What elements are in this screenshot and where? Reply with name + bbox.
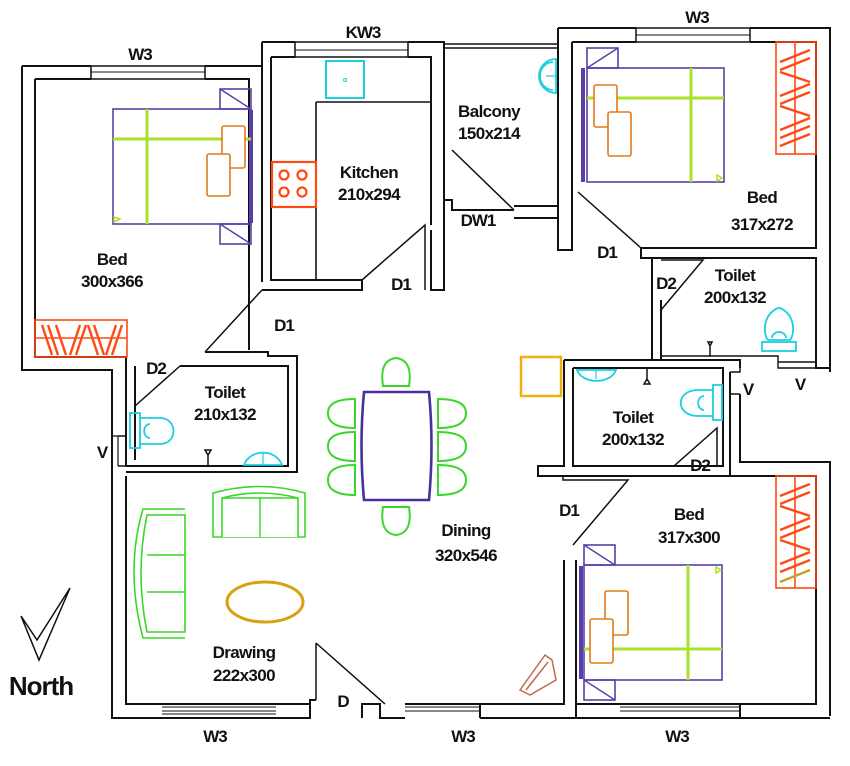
stove [270,160,318,209]
labels: W3 KW3 W3 Bed 300x366 Kitchen 210x294 Ba… [9,8,808,746]
door-d2-toilet-right [660,259,705,311]
room-name-dining: Dining [441,521,490,540]
label-d-main: D [337,692,349,711]
dining-set [326,356,468,537]
room-name-bed-left: Bed [97,250,128,269]
drawing-room-furniture [133,485,306,639]
room-size-toilet-left: 210x132 [194,405,256,424]
label-kw3: KW3 [346,23,381,42]
balcony-basin [538,58,557,94]
room-size-balcony: 150x214 [458,124,521,143]
room-name-balcony: Balcony [458,102,521,121]
label-d1-kitchen: D1 [391,275,411,294]
room-size-kitchen: 210x294 [338,185,401,204]
label-w3-bottom-left: W3 [203,727,227,746]
room-size-bed-bottom-right: 317x300 [658,528,720,547]
walls [21,27,831,719]
north-label: North [9,671,73,701]
coffee-table [225,580,305,624]
label-d1-bed-bottom-right: D1 [559,501,579,520]
north-compass-icon [20,587,71,662]
label-v-left: V [97,443,109,462]
wardrobe-top-right [775,41,817,155]
room-name-toilet-center: Toilet [613,408,654,427]
toilet-right-upper-fixtures [706,307,797,356]
room-size-bed-left: 300x366 [81,272,143,291]
room-name-bed-bottom-right: Bed [674,505,705,524]
label-w3-top-right: W3 [685,8,709,27]
room-name-bed-top-right: Bed [747,188,778,207]
bed-top-right-furniture [581,47,725,183]
door-d-main [315,642,386,705]
room-name-kitchen: Kitchen [340,163,398,182]
label-v-center: V [743,380,755,399]
door-d2-toilet-center [672,426,718,467]
wardrobe-bottom-right [775,475,817,589]
label-w3-bottom-center: W3 [451,727,475,746]
label-d2-toilet-center: D2 [690,456,710,475]
door-d1-bed-left [204,289,263,353]
room-size-toilet-right-upper: 200x132 [704,288,766,307]
label-v-right: V [795,375,807,394]
bed-left-furniture [112,88,253,245]
room-name-toilet-left: Toilet [205,383,246,402]
door-d1-bed-top-right [577,191,642,249]
room-size-drawing: 222x300 [213,666,275,685]
doors [134,149,718,705]
door-d1-kitchen [361,223,426,290]
label-d2-toilet-left: D2 [146,359,166,378]
room-size-dining: 320x546 [435,546,497,565]
door-d1-bed-bottom-right [562,476,630,546]
toilet-center-fixtures [575,368,723,421]
label-d1-bed-left: D1 [274,316,294,335]
label-dw1: DW1 [461,211,496,230]
room-name-drawing: Drawing [213,643,276,662]
room-name-toilet-right-upper: Toilet [715,266,756,285]
toilet-left-fixtures [129,412,284,466]
door-dw1 [451,149,515,211]
label-d2-toilet-right: D2 [656,274,676,293]
storage-box [519,355,563,398]
room-size-bed-top-right: 317x272 [731,215,793,234]
tv-unit [518,653,557,696]
kitchen-fixtures [270,60,365,209]
bed-bottom-right-furniture [579,544,723,701]
wardrobe-left [34,319,128,358]
kitchen-sink [325,60,365,99]
windows [90,27,751,80]
room-size-toilet-center: 200x132 [602,430,664,449]
label-w3-bottom-right: W3 [665,727,689,746]
door-d2-toilet-left [134,365,181,407]
label-w3-top-left: W3 [128,45,152,64]
label-d1-bed-top-right: D1 [597,243,617,262]
